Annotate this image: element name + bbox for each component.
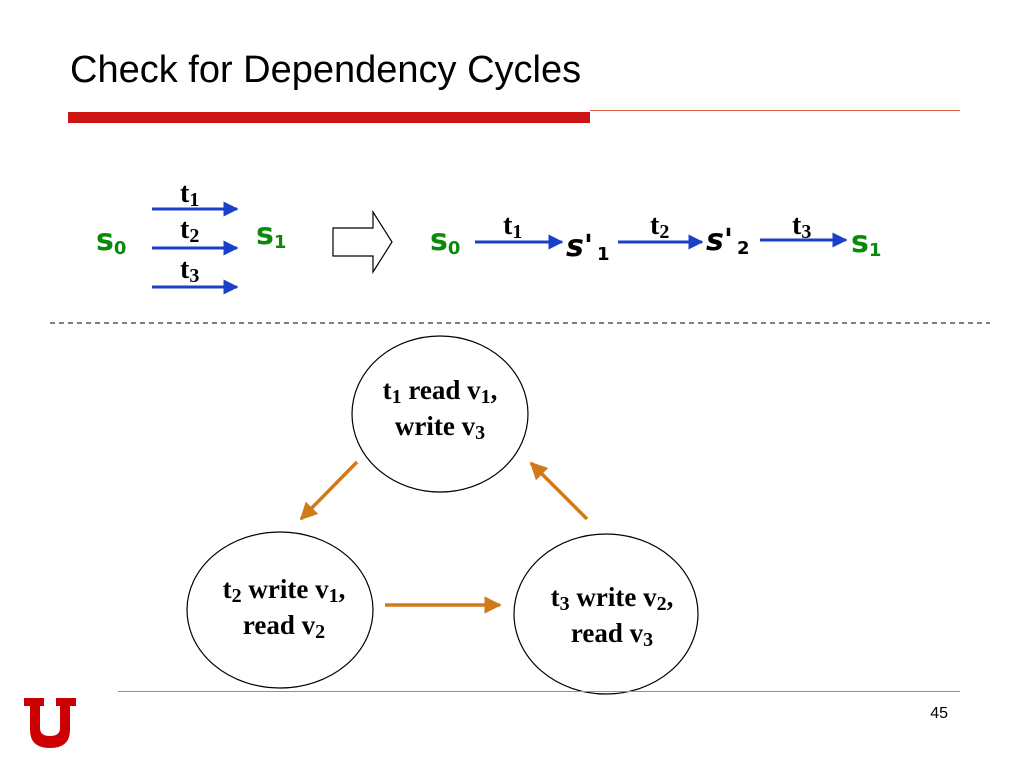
footer-rule — [118, 691, 960, 692]
serial-state-2: s'2 — [706, 223, 750, 259]
page-number: 45 — [930, 705, 948, 722]
cycle-node-t1-line1: t1 read v1, — [383, 375, 498, 408]
cycle-node-t2-line1: t2 write v1, — [223, 574, 346, 607]
cycle-node-t1-line2: write v3 — [395, 411, 485, 444]
serial-state-3: s1 — [851, 225, 881, 261]
cycle-node-t2-line2: read v2 — [243, 610, 325, 643]
left-transition-label-2: t2 — [180, 214, 199, 247]
left-end-state: s1 — [256, 217, 286, 253]
implies-arrow-icon — [332, 209, 393, 275]
serial-state-1: s'1 — [566, 229, 610, 265]
serial-state-0: s0 — [430, 223, 460, 259]
left-transition-label-3: t3 — [180, 254, 199, 287]
cycle-node-t3-line2: read v3 — [571, 618, 653, 651]
left-transition-label-1: t1 — [180, 178, 199, 211]
left-start-state: s0 — [96, 223, 126, 259]
cycle-node-t3 — [513, 533, 699, 695]
edge-t3-to-t1 — [529, 461, 589, 521]
serial-transition-label-1: t1 — [503, 210, 522, 243]
serial-transition-label-3: t3 — [792, 210, 811, 243]
cycle-node-t3-line1: t3 write v2, — [551, 582, 674, 615]
cycle-node-t1 — [351, 335, 529, 493]
cycle-node-t2 — [186, 531, 374, 689]
title-underline-thick — [68, 112, 590, 123]
title-underline-thin — [590, 110, 960, 111]
edge-t1-to-t2 — [299, 460, 359, 521]
university-of-utah-logo-icon — [24, 698, 76, 748]
slide-title: Check for Dependency Cycles — [70, 49, 582, 91]
serial-transition-label-2: t2 — [650, 210, 669, 243]
